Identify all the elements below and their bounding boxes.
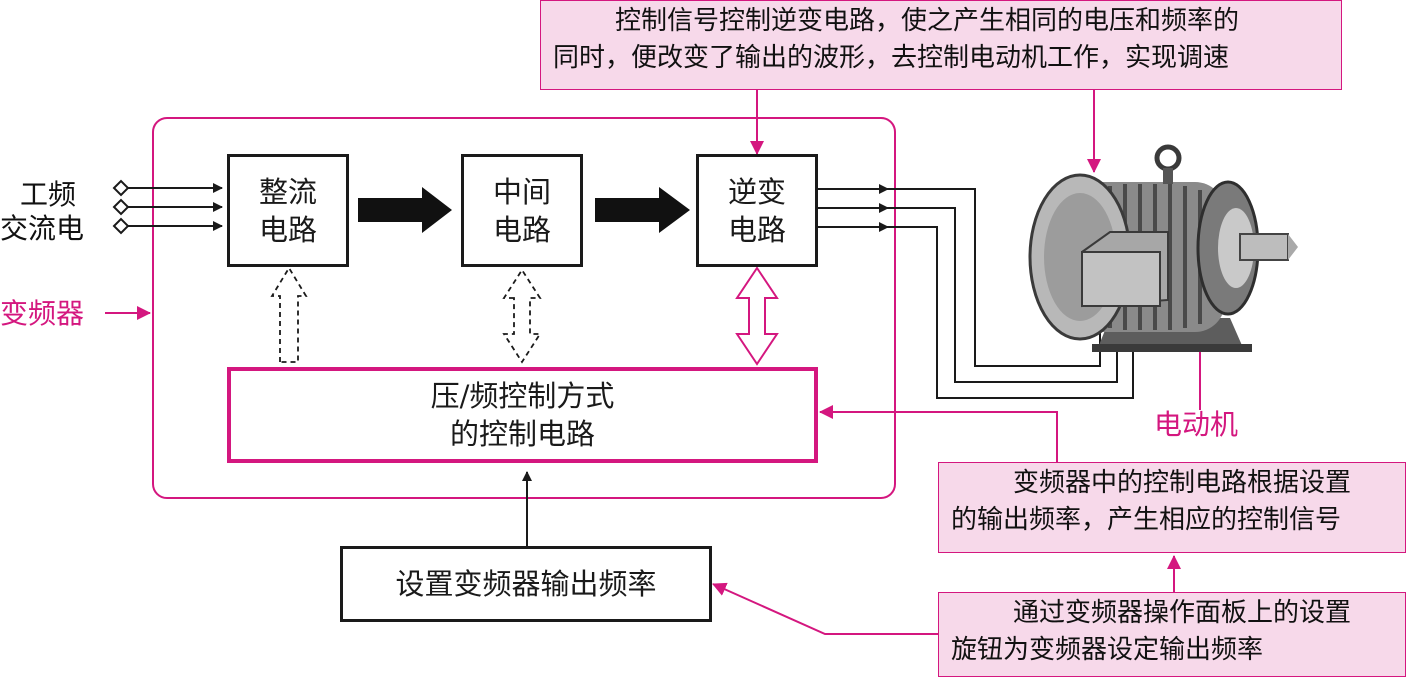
flow-arrow-1 — [358, 187, 452, 233]
inverter-label: 变频器 — [0, 297, 85, 330]
top-callout-line-2: 同时，便改变了输出的波形，去控制电动机工作，实现调速 — [553, 43, 1230, 73]
control-circuit-callout-line-1: 变频器中的控制电路根据设置 — [1013, 468, 1352, 498]
inverter-enclosure — [152, 117, 896, 499]
inverter-block: 逆变 电路 — [696, 154, 818, 267]
flow-arrow-2 — [595, 187, 690, 233]
control-circuit-block: 压/频控制方式 的控制电路 — [227, 367, 818, 463]
intermediate-block-line-1: 中间 — [492, 174, 551, 209]
mains-ac-label-line-2: 交流电 — [0, 212, 85, 245]
intermediate-block: 中间 电路 — [461, 154, 583, 267]
motor-label: 电动机 — [1154, 408, 1239, 441]
control-circuit-block-line-2: 的控制电路 — [449, 417, 595, 451]
frequency-setting-block-text: 设置变频器输出频率 — [395, 567, 657, 601]
rectifier-block-line-2: 电路 — [258, 212, 317, 247]
output-lines — [818, 184, 1134, 399]
mains-ac-label-line-1: 工频 — [20, 178, 77, 211]
rectifier-feedback-arrow — [270, 266, 308, 363]
motor-illustration — [1028, 144, 1298, 352]
control-callout-pointer — [819, 405, 1058, 462]
rectifier-block-line-1: 整流 — [258, 174, 317, 209]
intermediate-feedback-arrow — [502, 268, 542, 364]
inverter-control-arrow — [735, 266, 779, 366]
panel-callout: 通过变频器操作面板上的设置 旋钮为变频器设定输出频率 — [938, 592, 1406, 677]
frequency-setting-block: 设置变频器输出频率 — [340, 546, 712, 622]
intermediate-block-line-2: 电路 — [492, 212, 551, 247]
inverter-block-line-2: 电路 — [727, 212, 786, 247]
input-lines — [112, 179, 223, 235]
top-callout-line-1: 控制信号控制逆变电路，使之产生相同的电压和频率的 — [615, 6, 1240, 36]
panel-callout-line-2: 旋钮为变频器设定输出频率 — [951, 635, 1264, 665]
panel-callout-line-1: 通过变频器操作面板上的设置 — [1013, 598, 1352, 628]
panel-callout-pointer — [712, 582, 940, 635]
top-callout: 控制信号控制逆变电路，使之产生相同的电压和频率的 同时，便改变了输出的波形，去控… — [540, 0, 1342, 90]
control-circuit-callout: 变频器中的控制电路根据设置 的输出频率，产生相应的控制信号 — [938, 462, 1406, 553]
mains-ac-label: 工频 交流电 — [0, 178, 84, 246]
control-circuit-callout-line-2: 的输出频率，产生相应的控制信号 — [951, 505, 1342, 535]
inverter-block-line-1: 逆变 — [727, 174, 786, 209]
control-circuit-block-line-1: 压/频控制方式 — [430, 379, 615, 413]
rectifier-block: 整流 电路 — [227, 154, 349, 267]
